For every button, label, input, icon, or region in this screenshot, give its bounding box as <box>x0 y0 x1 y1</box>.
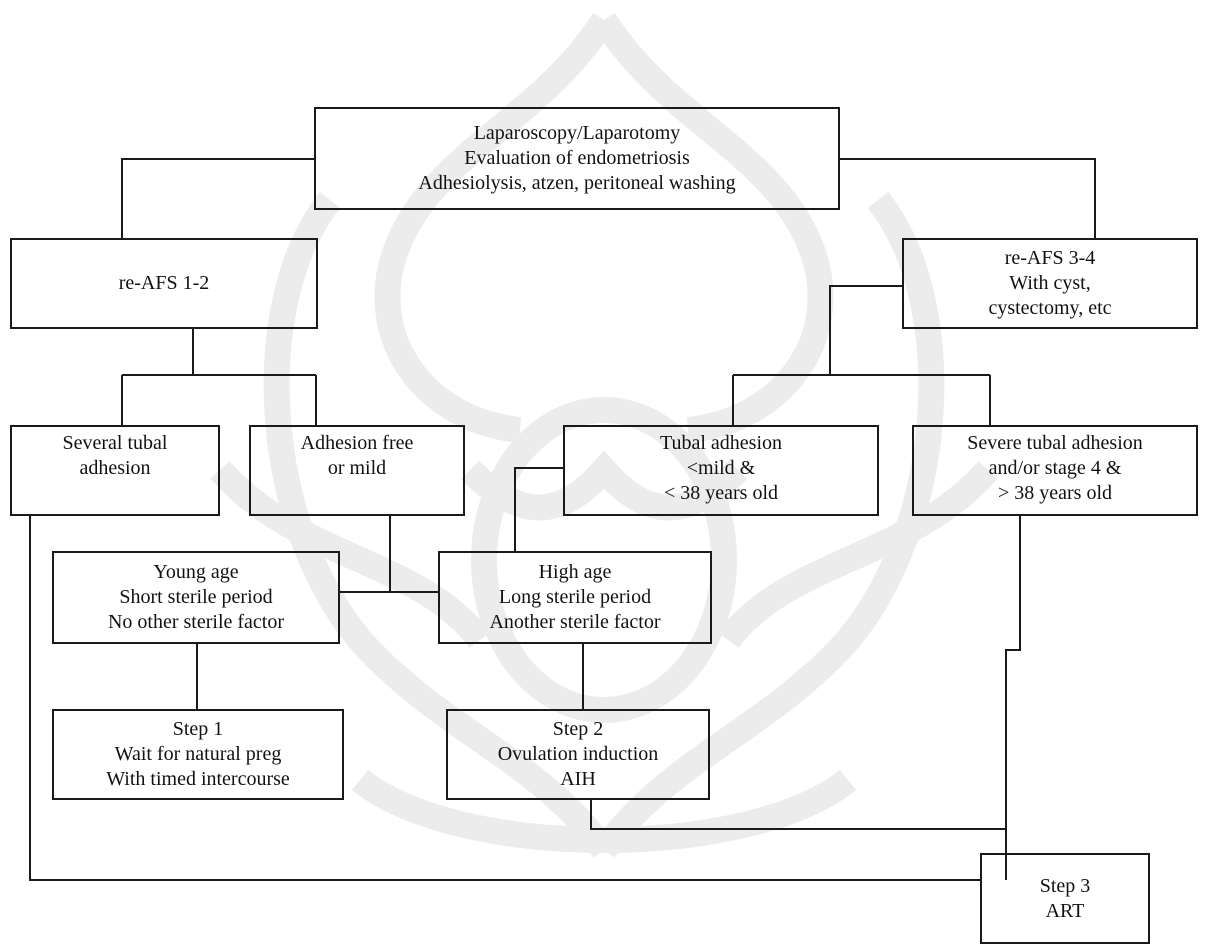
severe-tubal-box: Severe tubal adhesion and/or stage 4 & >… <box>912 425 1198 516</box>
connector-top-right <box>840 158 1096 238</box>
step-2-line-2: Ovulation induction <box>497 743 659 765</box>
step-2-box: Step 2 Ovulation induction AIH <box>446 709 710 800</box>
connector-tubal-to-high <box>514 467 563 551</box>
severe-tubal-line-2: and/or stage 4 & <box>988 457 1122 479</box>
afs-3-4-line-3: cystectomy, etc <box>988 297 1112 319</box>
afs-1-2-line-1: re-AFS 1-2 <box>118 272 210 294</box>
laparoscopy-line-2: Evaluation of endometriosis <box>464 147 690 169</box>
high-age-line-2: Long sterile period <box>498 586 652 608</box>
several-tubal-box: Several tubal adhesion <box>10 425 220 516</box>
connector-afs34-left <box>829 285 902 375</box>
young-age-line-1: Young age <box>153 561 239 583</box>
several-tubal-line-1: Several tubal <box>62 432 168 454</box>
step-2-line-3: AIH <box>560 768 596 790</box>
step-3-box: Step 3 ART <box>980 853 1150 944</box>
adhesion-free-box: Adhesion free or mild <box>249 425 465 516</box>
severe-tubal-line-3: > 38 years old <box>997 482 1113 504</box>
severe-tubal-line-1: Severe tubal adhesion <box>967 432 1143 454</box>
step-1-line-1: Step 1 <box>172 718 224 740</box>
adhesion-free-line-1: Adhesion free <box>300 432 414 454</box>
young-age-line-2: Short sterile period <box>119 586 273 608</box>
step-3-line-1: Step 3 <box>1039 874 1091 897</box>
step-3-line-2: ART <box>1045 899 1085 922</box>
laparoscopy-line-1: Laparoscopy/Laparotomy <box>473 122 681 144</box>
several-tubal-line-2: adhesion <box>79 457 151 479</box>
high-age-box: High age Long sterile period Another ste… <box>438 551 712 644</box>
young-age-box: Young age Short sterile period No other … <box>52 551 340 644</box>
tubal-mild-line-2: <mild & <box>686 457 756 479</box>
connector-severe-step3 <box>1005 516 1021 880</box>
step-1-line-2: Wait for natural preg <box>114 743 282 765</box>
laparoscopy-line-3: Adhesiolysis, atzen, peritoneal washing <box>418 172 736 194</box>
young-age-line-3: No other sterile factor <box>107 611 285 633</box>
step-2-line-1: Step 2 <box>552 718 604 740</box>
afs-3-4-line-2: With cyst, <box>1009 272 1091 294</box>
step-1-box: Step 1 Wait for natural preg With timed … <box>52 709 344 800</box>
tubal-mild-line-1: Tubal adhesion <box>659 432 783 454</box>
afs-3-4-box: re-AFS 3-4 With cyst, cystectomy, etc <box>902 238 1198 329</box>
connector-top-left <box>121 158 314 238</box>
connector-step2-step3 <box>590 800 1006 830</box>
adhesion-free-line-2: or mild <box>327 457 387 479</box>
high-age-line-3: Another sterile factor <box>489 611 661 633</box>
afs-1-2-box: re-AFS 1-2 <box>10 238 318 329</box>
step-1-line-3: With timed intercourse <box>106 768 290 790</box>
tubal-mild-box: Tubal adhesion <mild & < 38 years old <box>563 425 879 516</box>
laparoscopy-box: Laparoscopy/Laparotomy Evaluation of end… <box>314 107 840 210</box>
tubal-mild-line-3: < 38 years old <box>663 482 779 504</box>
high-age-line-1: High age <box>538 561 612 583</box>
afs-3-4-line-1: re-AFS 3-4 <box>1004 247 1096 269</box>
